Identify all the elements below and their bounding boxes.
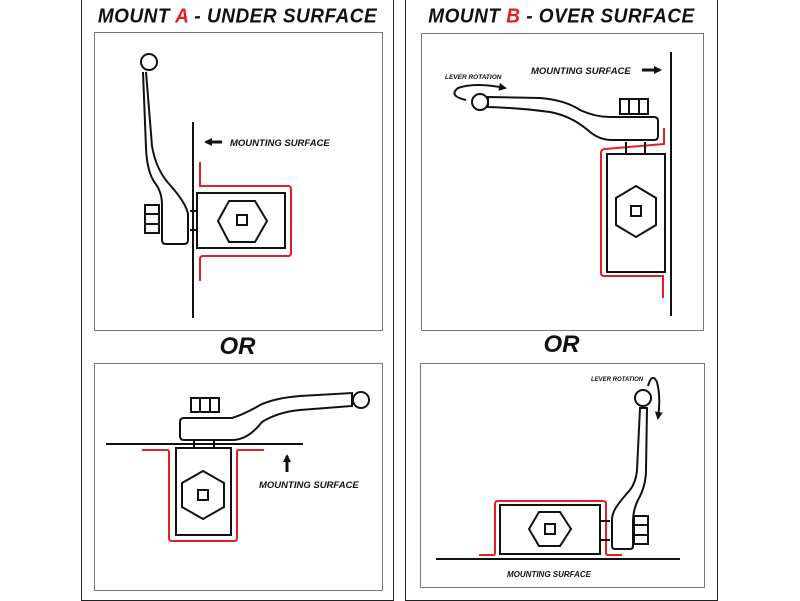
- b1-rotation-arrow-icon: [453, 82, 507, 101]
- a1-red-bracket: [199, 162, 292, 281]
- a2-stem-square: [197, 489, 209, 501]
- a2-lever-handle: [179, 391, 353, 441]
- b1-handle-nut: [619, 98, 649, 115]
- b1-lever-handle: [487, 95, 659, 141]
- a2-mounting-surface-label: MOUNTING SURFACE: [259, 480, 359, 491]
- b2-handle-nut: [633, 515, 649, 545]
- a1-stem-square: [236, 214, 248, 226]
- mount-a-panel: MOUNT A - UNDER SURFACE OR: [81, 0, 394, 601]
- b1-mounting-surface-label: MOUNTING SURFACE: [531, 66, 631, 77]
- mount-b-or-separator: OR: [543, 331, 580, 358]
- a1-lever-knob: [140, 53, 158, 71]
- b1-lever-knob: [471, 93, 489, 111]
- b2-rotation-arrow-icon: [647, 376, 663, 420]
- a1-handle-nut: [144, 204, 160, 234]
- b2-lever-handle: [611, 407, 649, 550]
- b2-mounting-surface-label: MOUNTING SURFACE: [507, 570, 592, 579]
- a1-drawing: MOUNTING SURFACE: [140, 53, 330, 318]
- b1-lever-rotation-label: LEVER ROTATION: [445, 74, 502, 81]
- mount-b-letter: B: [506, 5, 521, 28]
- a1-mounting-surface-label: MOUNTING SURFACE: [230, 138, 330, 149]
- mount-a-letter: A: [175, 5, 189, 28]
- b1-red-bracket: [600, 128, 665, 298]
- a2-lever-knob: [352, 391, 370, 409]
- b1-stem-square: [630, 205, 642, 217]
- a2-handle-nut: [190, 397, 220, 413]
- mount-b-title: MOUNT B - OVER SURFACE: [428, 5, 695, 28]
- b2-lever-rotation-label: LEVER ROTATION: [591, 377, 644, 383]
- a2-drawing: MOUNTING SURFACE: [106, 391, 370, 542]
- a2-red-bracket: [142, 449, 264, 542]
- mount-a-or-separator: OR: [219, 333, 256, 360]
- b2-red-bracket: [479, 500, 622, 556]
- mount-a-title: MOUNT A - UNDER SURFACE: [97, 5, 378, 28]
- b2-lever-knob: [634, 389, 652, 407]
- b2-stem-square: [544, 523, 556, 535]
- b2-drawing: MOUNTING SURFACE LEVER ROTATION: [436, 376, 680, 579]
- mount-a-diagram-1: [94, 32, 383, 331]
- b1-drawing: MOUNTING SURFACE LEVER ROTATION: [445, 52, 672, 316]
- a1-lever-handle: [142, 71, 189, 245]
